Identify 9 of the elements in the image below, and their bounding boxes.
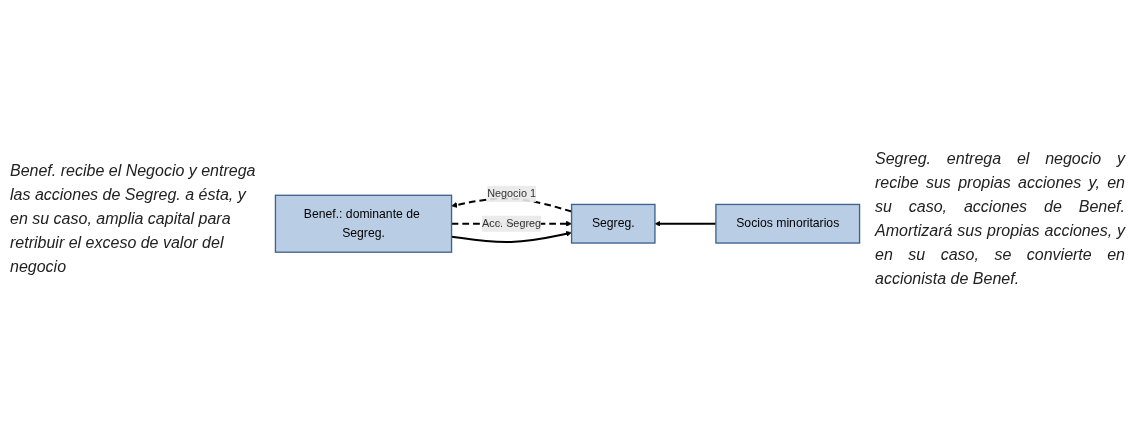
edge-label: Negocio 1 xyxy=(487,187,536,199)
arrow xyxy=(654,220,716,227)
node-box: Socios minoritarios xyxy=(715,203,861,244)
edge-label: Acc. Segreg xyxy=(482,217,542,229)
node-box: Benef.: dominante de Segreg. xyxy=(274,194,453,253)
annotation-text: Segreg. entrega el negocio y recibe sus propias acciones y, en su caso, acciones de Benef. Amortizará sus propias acciones, y en su caso, se convierte en accionista de Benef. xyxy=(875,148,1125,289)
annotation-text: Benef. recibe el Negocio y entrega las acciones de Segreg. a ésta, y en su caso, amplia capital para retribuir el exceso de valor del negocio xyxy=(10,160,257,277)
node-box: Segreg. xyxy=(570,203,656,244)
arrow xyxy=(451,230,572,243)
